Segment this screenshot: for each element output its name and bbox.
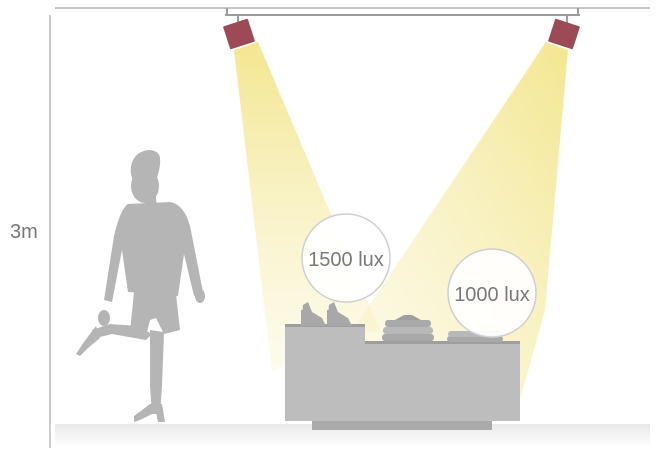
display-table-base bbox=[312, 420, 492, 430]
lux-label-1500: 1500 lux bbox=[308, 249, 384, 271]
display-table-lower bbox=[285, 343, 520, 421]
display-table-upper bbox=[285, 326, 365, 346]
lux-label-1000: 1000 lux bbox=[454, 284, 530, 306]
person-silhouette-icon bbox=[76, 150, 205, 422]
